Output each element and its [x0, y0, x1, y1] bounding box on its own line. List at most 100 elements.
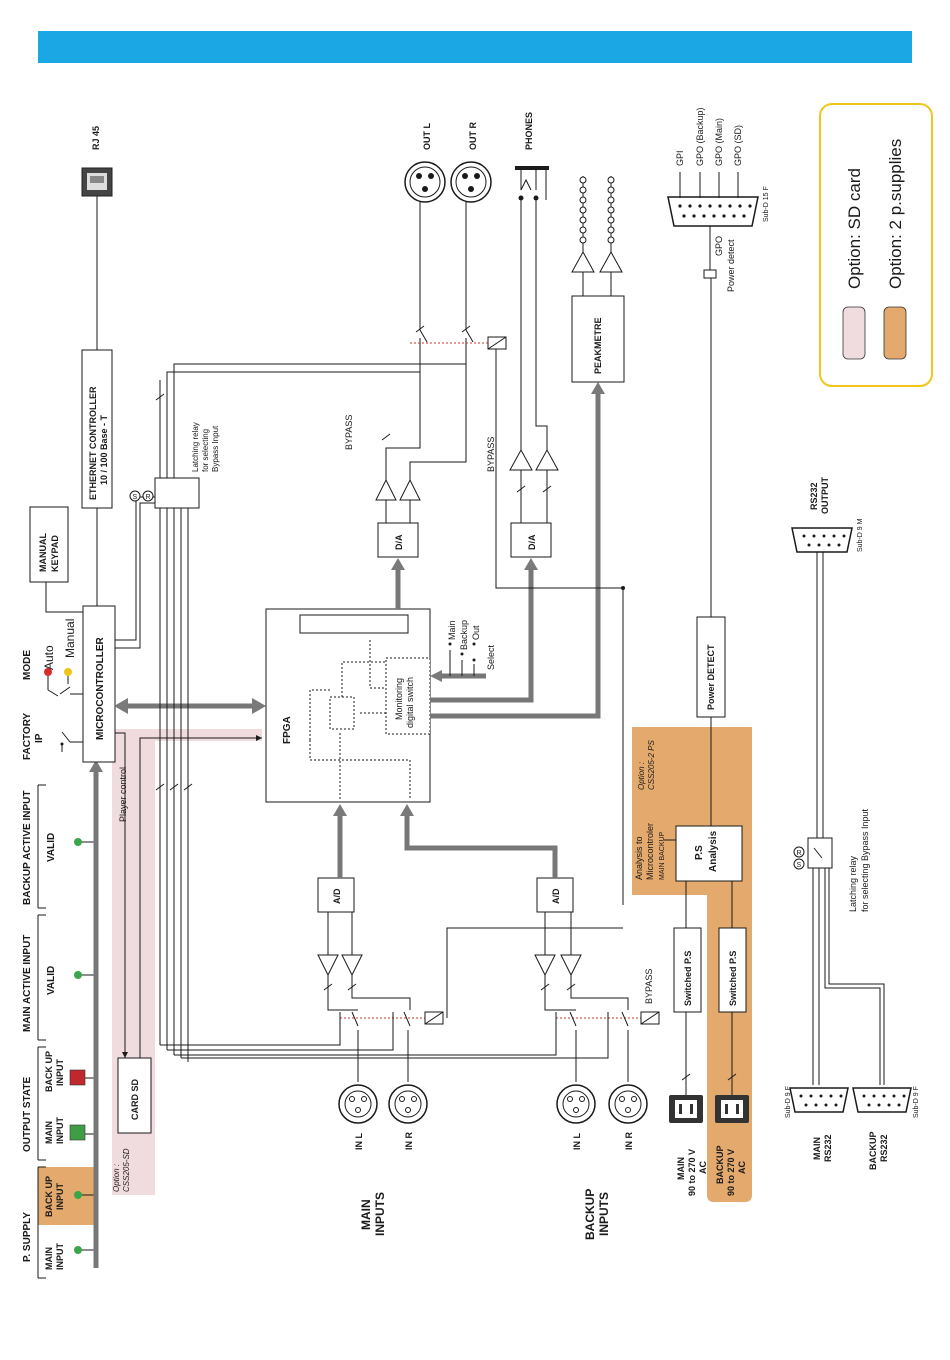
psu-main-input-label-2: INPUT [55, 1242, 65, 1270]
ethernet-controller-label: ETHERNET CONTROLLER [88, 386, 98, 500]
sel-main-label: Main [447, 620, 457, 640]
da-main-block [377, 522, 419, 558]
analysis-to-label-2: Microcontroler [645, 823, 655, 880]
option-ps-label-1: Option : [637, 762, 646, 790]
legend-ps-label: Option: 2 p.supplies [886, 139, 905, 289]
backup-rs232-label-1: BACKUP [868, 1131, 878, 1170]
option-sd-label-1: Option : [112, 1164, 121, 1192]
os-backup-label-2: INPUT [55, 1058, 65, 1086]
sel-select-label: Select [486, 644, 496, 670]
main-ac-label-1: MAIN [676, 1157, 686, 1180]
main-inputs-label-1: MAIN [359, 1199, 373, 1230]
manual-keypad-block [29, 506, 69, 583]
bus-arrow-up [89, 760, 103, 772]
relay-bottom-r-mark: R [797, 850, 802, 857]
xlr-in-r-backup [608, 1084, 648, 1124]
subd15-connector [667, 196, 759, 227]
monitoring-label-1: Monitoring [394, 678, 404, 720]
latching-relay-bottom [807, 837, 833, 869]
backup-in-r-label: IN R [624, 1131, 634, 1150]
factory-ip-label: IP [34, 733, 45, 743]
gpo-main-label: GPO (Main) [714, 118, 724, 166]
os-main-label-2: INPUT [55, 1116, 65, 1144]
main-in-r-label: IN R [404, 1131, 414, 1150]
relay-r-mark: R [146, 494, 151, 501]
psu-main-input-label: MAIN [44, 1247, 54, 1270]
latching-relay-top-label-3: Bypass Input [211, 425, 220, 472]
main-active-input-label: MAIN ACTIVE INPUT [22, 935, 33, 1032]
out-l-label: OUT L [422, 123, 432, 150]
card-sd-label: CARD SD [130, 1078, 140, 1120]
rs232-output-label-1: RS232 [809, 482, 819, 510]
ad-backup-block [536, 877, 574, 913]
switched-ps-backup-label: Switched P.S [728, 951, 738, 1006]
phones-label: PHONES [524, 112, 534, 150]
main-ac-label-2: 90 to 270 V [687, 1149, 697, 1196]
mode-auto-label: Auto [42, 645, 56, 670]
switched-ps-main-label: Switched P.S [683, 951, 693, 1006]
subd9m-label: Sub-D 9 M [857, 518, 864, 552]
ad-backup-label: A/D [551, 888, 561, 904]
ps-analysis-label-1: P.S [694, 845, 705, 860]
backup-input-relay [556, 1011, 660, 1082]
peakmetre-label: PEAKMETRE [593, 317, 603, 374]
sel-backup-label: Backup [459, 620, 469, 650]
bypass-label-top-1: BYPASS [344, 415, 354, 450]
psu-backup-input-label: BACK UP [44, 1176, 54, 1217]
gpo-sd-label: GPO (SD) [733, 125, 743, 166]
p-supply-label: P. SUPPLY [22, 1212, 33, 1262]
monitoring-switch [385, 657, 431, 735]
bus-arrow-left [114, 698, 128, 714]
output-state-label: OUTPUT STATE [22, 1076, 33, 1152]
ps-analysis-label-2: Analysis [708, 830, 719, 872]
gpio-lines [679, 172, 739, 272]
xlr-in-l-backup [556, 1084, 596, 1124]
ethernet-controller-label-2: 10 / 100 Base - T [99, 414, 109, 485]
option-ps-label-2: CSS205-2 PS [647, 740, 656, 790]
backup-inputs-label-2: INPUTS [597, 1192, 611, 1236]
wire-count-marks [155, 325, 737, 1081]
main-rs232-label-1: MAIN [812, 1137, 822, 1160]
gpo-backup-label: GPO (Backup) [695, 107, 705, 166]
xlr-in-r-main [388, 1084, 428, 1124]
main-inputs-label-2: INPUTS [373, 1192, 387, 1236]
card-sd-block [117, 1057, 152, 1134]
switched-ps-backup [718, 927, 747, 1013]
monitoring-selector: Main Backup Out Select [430, 620, 496, 682]
gpi-label: GPI [675, 150, 685, 166]
analysis-to-label-1: Analysis to [634, 836, 644, 880]
led-main-valid [74, 971, 82, 979]
microcontroller-block [82, 605, 116, 763]
mode-label: MODE [22, 650, 33, 680]
power-detect-label: Power DETECT [706, 644, 716, 710]
backup-inputs-label-1: BACKUP [583, 1189, 597, 1240]
led-backup-valid [74, 838, 82, 846]
latching-relay-bottom-label-1: Latching relay [848, 855, 858, 912]
psu-backup-highlight [38, 1167, 94, 1225]
legend-sd-label: Option: SD card [845, 168, 864, 289]
header-bar [38, 31, 912, 63]
state-led-main [69, 1124, 86, 1141]
os-backup-label: BACK UP [44, 1051, 54, 1092]
da-monitor-label: D/A [527, 534, 537, 550]
ps-analysis-block [675, 825, 743, 882]
manual-keypad-label: MANUAL [38, 533, 48, 572]
out-r-label: OUT R [468, 122, 478, 150]
power-detect-small-label: Power detect [726, 239, 736, 292]
backup-rs232-label-2: RS232 [879, 1134, 889, 1162]
legend-swatch-ps [883, 306, 907, 360]
microcontroller-label: MICROCONTROLLER [95, 636, 106, 740]
state-led-backup [69, 1069, 86, 1086]
relay-bottom-s-mark: S [797, 862, 802, 869]
subd9f-backup-label: Sub-D 9 F [913, 1086, 920, 1118]
bus-arrow-right [252, 698, 266, 714]
xlr-out-l [404, 161, 446, 203]
xlr-out-r [450, 161, 492, 203]
rj45-connector: RJ 45 [81, 126, 113, 197]
ad-main-block [317, 877, 355, 913]
peakmetre-block [571, 295, 625, 383]
iec-inlet-main [669, 1095, 703, 1123]
led-psu-main [74, 1246, 82, 1254]
os-main-label: MAIN [44, 1121, 54, 1144]
